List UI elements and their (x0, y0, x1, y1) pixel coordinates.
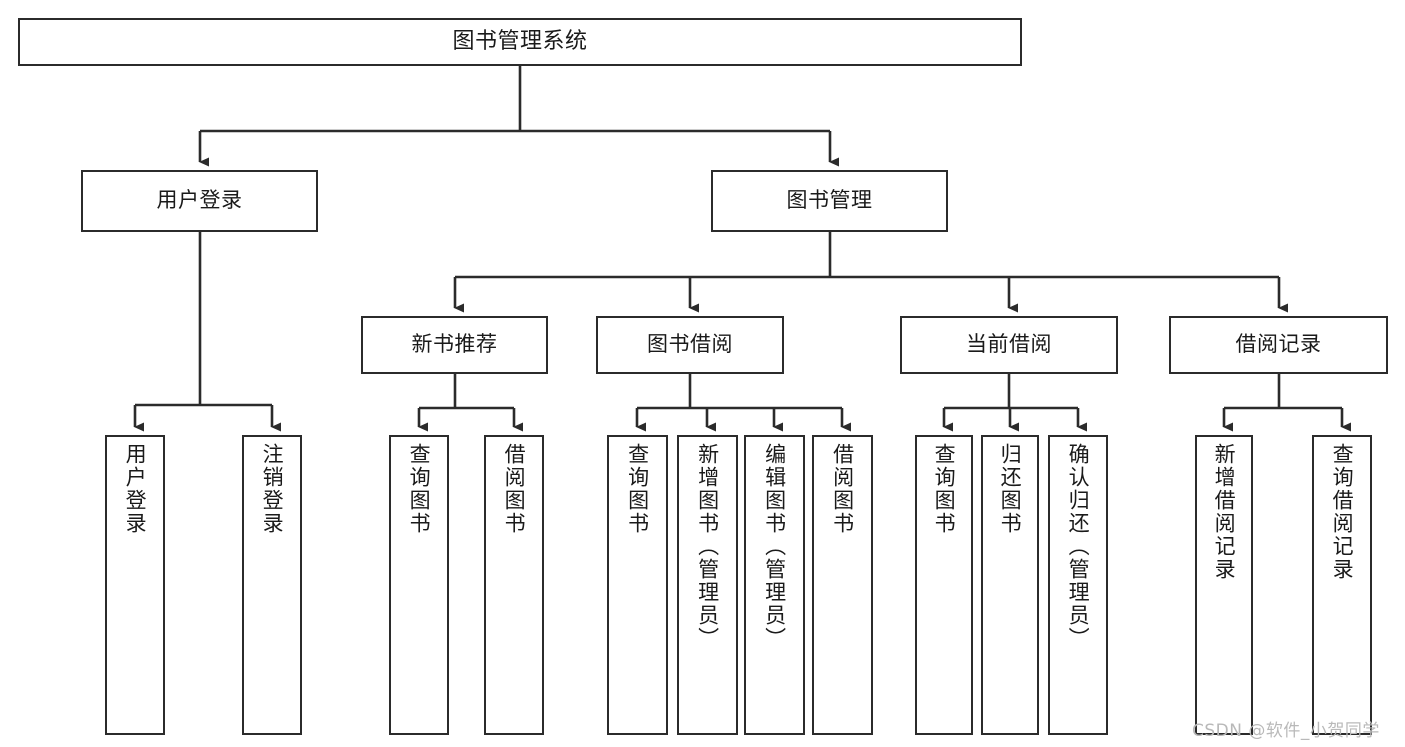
leaf-borrow-book-recommend[interactable]: 借阅图书 (484, 435, 544, 735)
leaf-query-borrow-record[interactable]: 查询借阅记录 (1312, 435, 1372, 735)
node-root[interactable]: 图书管理系统 (18, 18, 1022, 66)
node-user-login[interactable]: 用户登录 (81, 170, 318, 232)
leaf-query-book-recommend[interactable]: 查询图书 (389, 435, 449, 735)
node-book-borrow[interactable]: 图书借阅 (596, 316, 784, 374)
leaf-user-login[interactable]: 用户登录 (105, 435, 165, 735)
node-new-book-recommend[interactable]: 新书推荐 (361, 316, 548, 374)
node-book-management[interactable]: 图书管理 (711, 170, 948, 232)
leaf-logout[interactable]: 注销登录 (242, 435, 302, 735)
leaf-borrow-book[interactable]: 借阅图书 (812, 435, 873, 735)
leaf-confirm-return-admin[interactable]: 确认归还（管理员） (1048, 435, 1108, 735)
leaf-add-borrow-record[interactable]: 新增借阅记录 (1195, 435, 1253, 735)
node-current-borrow[interactable]: 当前借阅 (900, 316, 1118, 374)
leaf-add-book-admin[interactable]: 新增图书（管理员） (677, 435, 738, 735)
leaf-edit-book-admin[interactable]: 编辑图书（管理员） (744, 435, 805, 735)
leaf-return-book[interactable]: 归还图书 (981, 435, 1039, 735)
csdn-watermark: CSDN @软件_小贺同学 (1192, 721, 1380, 741)
leaf-query-book-borrow[interactable]: 查询图书 (607, 435, 668, 735)
leaf-query-book-current[interactable]: 查询图书 (915, 435, 973, 735)
node-borrow-record[interactable]: 借阅记录 (1169, 316, 1388, 374)
